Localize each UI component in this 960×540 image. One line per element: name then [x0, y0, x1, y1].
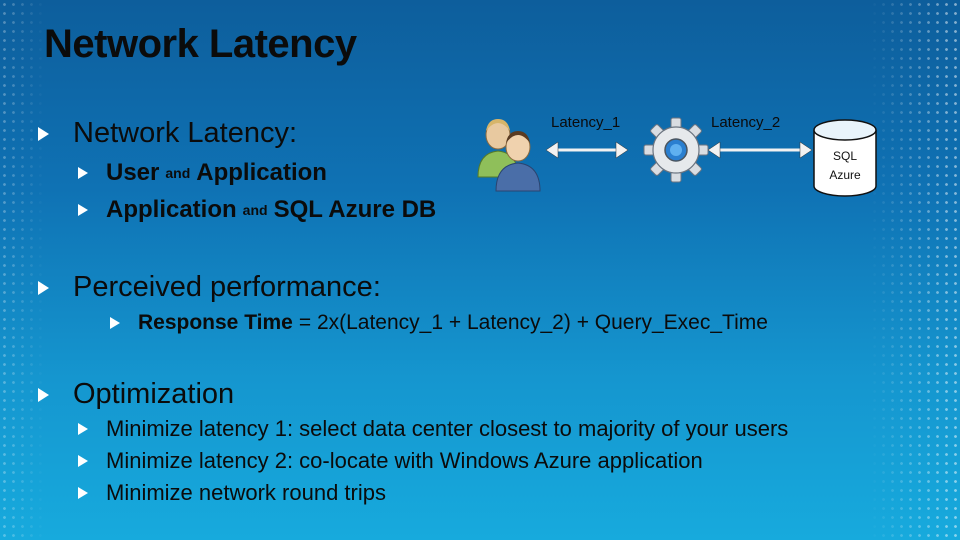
bullet-network-latency: Network Latency:	[38, 117, 297, 150]
bullet-triangle-icon	[110, 317, 120, 329]
section-heading: Perceived performance:	[73, 271, 381, 303]
optimization-text: Minimize network round trips	[106, 480, 386, 505]
bullet-triangle-icon	[38, 126, 49, 141]
item-part: User	[106, 159, 160, 186]
slide-title: Network Latency	[44, 22, 357, 66]
item-part: Application	[196, 159, 327, 186]
optimization-text: Minimize latency 1: select data center c…	[106, 416, 789, 441]
bullet-application-sqlazure: Application and SQL Azure DB	[78, 196, 436, 224]
database-label-line2: Azure	[829, 168, 861, 182]
users-icon	[477, 119, 541, 192]
bullet-optimization-item: Minimize latency 1: select data center c…	[78, 416, 788, 442]
decorative-dots-right	[870, 0, 960, 540]
bullet-triangle-icon	[38, 280, 49, 295]
section-heading: Network Latency:	[73, 117, 298, 149]
bullet-triangle-icon	[38, 387, 49, 402]
bullet-user-application: User and Application	[78, 159, 327, 187]
gear-icon	[643, 117, 709, 183]
bullet-triangle-icon	[78, 455, 88, 467]
bullet-triangle-icon	[78, 423, 88, 435]
item-part: SQL Azure DB	[273, 196, 437, 223]
formula-expression: = 2x(Latency_1 + Latency_2) + Query_Exec…	[298, 311, 768, 334]
item-joiner: and	[242, 202, 268, 218]
section-heading: Optimization	[73, 378, 235, 410]
optimization-text: Minimize latency 2: co-locate with Windo…	[106, 448, 703, 473]
database-icon	[813, 119, 877, 197]
latency2-double-arrow-icon	[708, 141, 812, 159]
latency1-double-arrow-icon	[546, 141, 628, 159]
latency1-label: Latency_1	[551, 114, 621, 131]
bullet-triangle-icon	[78, 204, 88, 216]
formula-term: Response Time	[138, 311, 293, 334]
bullet-optimization: Optimization	[38, 378, 234, 411]
bullet-triangle-icon	[78, 487, 88, 499]
bullet-response-time-formula: Response Time = 2x(Latency_1 + Latency_2…	[110, 311, 774, 335]
bullet-perceived-performance: Perceived performance:	[38, 271, 381, 304]
bullet-optimization-item: Minimize latency 2: co-locate with Windo…	[78, 448, 703, 474]
decorative-dots-left	[0, 0, 45, 540]
database-label-line1: SQL	[832, 149, 857, 163]
item-joiner: and	[165, 165, 191, 181]
bullet-optimization-item: Minimize network round trips	[78, 480, 386, 506]
bullet-triangle-icon	[78, 167, 88, 179]
item-part: Application	[106, 196, 237, 223]
latency2-label: Latency_2	[711, 114, 781, 131]
